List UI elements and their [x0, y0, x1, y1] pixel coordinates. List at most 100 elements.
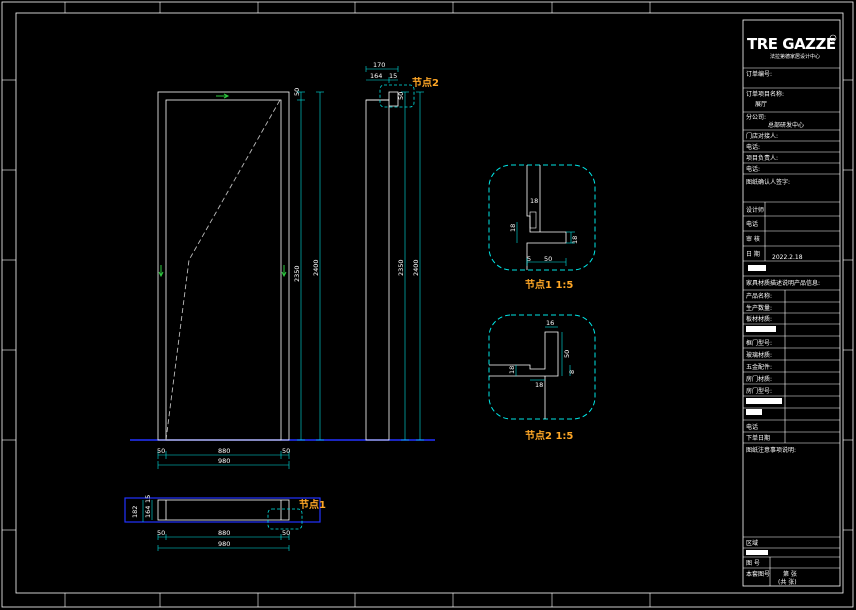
grain-arrow-top — [216, 93, 230, 99]
order-date-label: 下单日期 — [746, 434, 770, 442]
production-qty-label: 生产数量: — [746, 304, 772, 312]
node2-callout-box — [379, 84, 415, 108]
front-dim-top: 50 — [293, 88, 301, 96]
node1-dim-a: 18 — [530, 197, 538, 205]
inner-frame — [15, 12, 844, 594]
door-model-label: 房门型号: — [746, 387, 772, 395]
node1-dim-w: 50 — [544, 255, 552, 263]
branch-value: 总部研发中心 — [768, 121, 804, 129]
node1-title: 节点1 1:5 — [525, 278, 573, 291]
redacted-block-3 — [746, 398, 782, 404]
frame-model-label: 框门型号: — [746, 339, 772, 347]
node2-dim-d: 18 — [535, 381, 543, 389]
store-contact-label: 门店对接人: — [746, 132, 778, 140]
node1-callout-box — [267, 508, 303, 530]
project-lead-label: 项目负责人: — [746, 154, 778, 162]
plan-dim-right: 50 — [282, 529, 290, 537]
order-no-label: 订单编号: — [746, 70, 772, 78]
node1-dim-c: 18 — [571, 236, 579, 244]
front-dim-right: 50 — [282, 447, 290, 455]
brand-subtitle: 法拉第德家居设计中心 — [770, 53, 820, 60]
front-dim-height-b: 2400 — [312, 259, 320, 276]
plan-frame — [157, 499, 290, 521]
side-dim-height-a: 2350 — [397, 259, 405, 276]
phone1-label: 电话: — [746, 143, 760, 151]
node2-profile — [489, 331, 559, 377]
node2-title: 节点2 1:5 — [525, 429, 573, 442]
redacted-block-2 — [746, 326, 776, 332]
node2-dim-b: 50 — [563, 350, 571, 358]
date-label: 日 期 — [746, 250, 760, 258]
front-dim-width: 980 — [218, 457, 230, 465]
designer-label: 设计师 — [746, 206, 764, 214]
zone-label: 区域 — [746, 539, 758, 547]
plan-dim-b: 164 — [144, 506, 152, 518]
node1-profile — [526, 165, 567, 270]
plan-dim-inner: 880 — [218, 529, 230, 537]
node1-detail-boundary — [488, 164, 596, 271]
node2-dim-e: 8 — [568, 370, 576, 374]
node1-dim-b: 18 — [509, 224, 517, 232]
redacted-block-5 — [746, 550, 768, 555]
side-dim-height-b: 2400 — [412, 259, 420, 276]
sheet-page-label: 第 张 — [783, 570, 797, 578]
plan-wall-outline — [124, 497, 321, 523]
door-frame-outer — [157, 91, 290, 441]
side-dim-top: 170 — [373, 61, 385, 69]
accessory-label: 五金配件: — [746, 363, 772, 371]
side-dim-c: 50 — [397, 92, 405, 100]
drawing-no-label: 图 号 — [746, 560, 760, 567]
side-dim-b: 15 — [389, 72, 397, 80]
node2-detail-boundary — [488, 314, 596, 420]
registered-mark-icon — [829, 34, 837, 42]
node2-detail: 16 50 18 18 8 节点2 1:5 — [488, 314, 596, 442]
brand-logo: TRE GAZZE — [747, 35, 836, 53]
door-swing-line — [165, 99, 281, 441]
redacted-block-4 — [746, 409, 762, 415]
glass-material-label: 玻璃材质: — [746, 351, 772, 359]
node1-detail: 18 18 18 50 5 节点1 1:5 — [488, 164, 596, 291]
phone2-label: 电话: — [746, 165, 760, 173]
side-head-profile — [366, 91, 399, 107]
drawing-confirm-label: 图纸确认人签字: — [746, 178, 790, 186]
node1-tag: 节点1 — [299, 498, 326, 511]
plan-dim-a: 182 — [131, 506, 139, 518]
branch-label: 分公司: — [746, 113, 766, 121]
sheet-no-label: 本套图号 — [746, 570, 770, 578]
grain-arrow-right — [281, 265, 287, 278]
sheet-total-label: (共 张) — [778, 578, 797, 586]
front-dim-left: 50 — [157, 447, 165, 455]
project-value: 展厅 — [755, 101, 767, 108]
node2-tag: 节点2 — [412, 76, 439, 89]
side-jamb — [365, 99, 390, 441]
side-dim-a: 164 — [370, 72, 382, 80]
title-block-border — [742, 19, 841, 587]
product-name-label: 产品名称: — [746, 292, 772, 300]
front-dim-inner: 880 — [218, 447, 230, 455]
plan-dim-c: 15 — [144, 495, 152, 503]
node1-dim-s: 5 — [527, 255, 531, 263]
panel-material-label: 板材材质: — [746, 315, 772, 323]
plan-dim-width: 980 — [218, 540, 230, 548]
side-section: 170 164 15 50 2350 2400 节点2 — [365, 61, 439, 441]
phone3-label: 电话 — [746, 220, 758, 228]
title-block: TRE GAZZE 法拉第德家居设计中心 — [742, 19, 841, 587]
grain-arrow-left — [158, 265, 164, 278]
front-dim-height-a: 2350 — [293, 265, 301, 282]
redacted-block-1 — [748, 265, 766, 271]
door-frame-inner — [165, 99, 282, 441]
project-label: 订单项目名称: — [746, 90, 784, 98]
date-value: 2022.2.18 — [772, 254, 803, 261]
node2-dim-a: 16 — [546, 319, 554, 327]
door-material-label: 房门材质: — [746, 375, 772, 383]
remarks-label: 图纸注意事项说明: — [746, 446, 796, 454]
review-label: 审 核 — [746, 235, 760, 243]
plan-dim-left: 50 — [157, 529, 165, 537]
phone4-label: 电话 — [746, 423, 758, 431]
product-info-label: 家具材质描述说明产品信息: — [746, 279, 820, 287]
node2-dim-c: 18 — [508, 366, 516, 374]
plan-view: 182 164 15 50 880 50 980 节点1 — [124, 495, 326, 551]
